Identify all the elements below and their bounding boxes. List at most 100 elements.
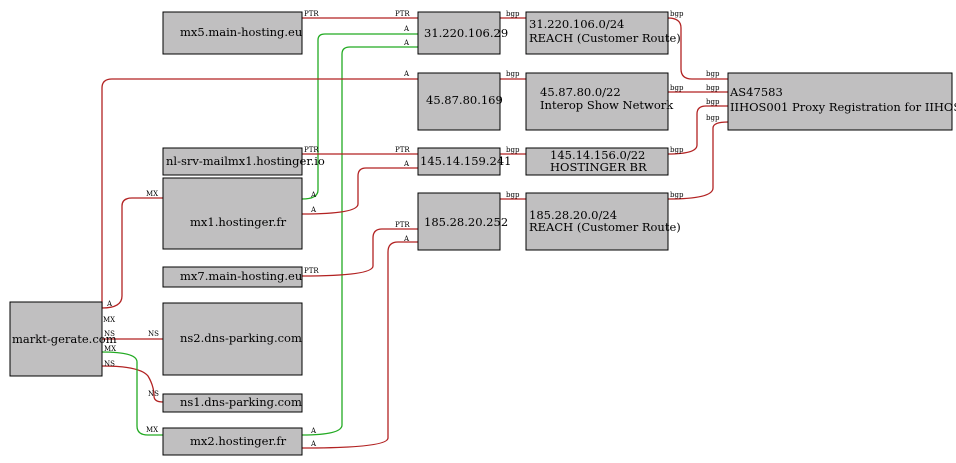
edge-label: PTR [395, 146, 410, 154]
edge-label: NS [148, 390, 159, 398]
edge-label: bgp [506, 146, 520, 154]
node-box [525, 192, 669, 251]
node-label: mx1.hostinger.fr [190, 215, 287, 229]
edge-line [301, 241, 418, 449]
node-markt[interactable]: markt-gerate.com [9, 301, 117, 377]
node-label: AS47583 [729, 85, 783, 99]
edge-line [101, 365, 164, 403]
node-ns1[interactable]: ns1.dns-parking.com [162, 393, 303, 413]
node-label: 31.220.106.29 [424, 26, 508, 40]
node-ip3[interactable]: 145.14.159.241 [417, 147, 511, 176]
node-box [417, 72, 501, 131]
node-mx1[interactable]: mx1.hostinger.fr [162, 177, 303, 250]
edge-label: A [310, 206, 317, 214]
edge-a-mx2-ip1: AA [301, 39, 418, 436]
nodes-layer: markt-gerate.com mx5.main-hosting.eu nl-sr… [9, 11, 956, 456]
node-ip1[interactable]: 31.220.106.29 [417, 11, 508, 55]
edge-label: MX [146, 426, 158, 434]
node-ip2[interactable]: 45.87.80.169 [417, 72, 503, 131]
edge-label: bgp [706, 114, 720, 122]
edge-label: bgp [670, 191, 684, 199]
edge-label: bgp [506, 191, 520, 199]
node-label: mx5.main-hosting.eu [180, 25, 302, 39]
node-box [162, 266, 303, 288]
node-box [162, 393, 303, 413]
edge-label: PTR [395, 10, 410, 18]
node-label: 185.28.20.252 [424, 215, 508, 229]
node-mx2[interactable]: mx2.hostinger.fr [162, 427, 303, 456]
node-label: nl-srv-mailmx1.hostinger.io [166, 154, 325, 168]
edge-label: A [310, 440, 317, 448]
node-label: 185.28.20.0/24 [529, 208, 617, 222]
node-box [727, 72, 953, 131]
edge-label: A [403, 160, 410, 168]
node-label: REACH (Customer Route) [529, 31, 681, 45]
edge-a-mx1-ip1: AA [301, 25, 418, 200]
node-mx5[interactable]: mx5.main-hosting.eu [162, 11, 303, 55]
node-box [162, 147, 303, 176]
edge-label: bgp [506, 10, 520, 18]
node-ip4[interactable]: 185.28.20.252 [417, 192, 508, 251]
edge-label: MX [104, 345, 116, 353]
node-box [417, 147, 501, 176]
edge-label: A [403, 39, 410, 47]
node-label: ns2.dns-parking.com [180, 331, 302, 345]
node-label: markt-gerate.com [12, 332, 117, 346]
node-label: 145.14.159.241 [420, 154, 511, 168]
node-box [525, 72, 669, 131]
edge-mx-markt-mx1: MX MX [101, 190, 163, 324]
edge-line [101, 197, 163, 309]
edge-a-markt-ip2: AA [101, 70, 418, 308]
edge-label: bgp [506, 70, 520, 78]
edge-label: bgp [670, 146, 684, 154]
edge-label: bgp [670, 84, 684, 92]
node-box [162, 302, 303, 376]
edge-line [101, 351, 163, 436]
edge-label: PTR [304, 267, 319, 275]
edge-mx-markt-mx2: MX MX [101, 345, 163, 436]
edge-line [101, 78, 418, 308]
node-box [162, 177, 303, 250]
node-label: ns1.dns-parking.com [180, 395, 302, 409]
node-ns2[interactable]: ns2.dns-parking.com [162, 302, 303, 376]
edge-line [301, 33, 418, 200]
node-box [525, 11, 669, 55]
node-label: 45.87.80.169 [426, 93, 503, 107]
edge-line [667, 105, 728, 155]
edge-label: NS [148, 330, 159, 338]
edge-bgp-ip4: bgp [500, 191, 526, 200]
node-mx7[interactable]: mx7.main-hosting.eu [162, 266, 303, 288]
edge-bgp-ip2: bgp [500, 70, 526, 80]
node-box [9, 301, 103, 377]
edge-label: bgp [706, 98, 720, 106]
edge-label: A [403, 70, 410, 78]
node-label: mx2.hostinger.fr [190, 434, 287, 448]
edge-label: bgp [706, 70, 720, 78]
edge-label: MX [103, 316, 115, 324]
edge-label: PTR [395, 221, 410, 229]
node-box [417, 11, 501, 55]
edge-line [301, 46, 418, 436]
edge-bgp-net3: bgp bgp [667, 98, 728, 155]
node-label: IIHOS001 Proxy Registration for IIHOS001 [730, 100, 956, 114]
edge-label: A [403, 235, 410, 243]
edge-label: MX [146, 190, 158, 198]
edge-line [301, 228, 418, 277]
node-box [162, 11, 303, 55]
edge-label: A [403, 25, 410, 33]
node-nlsrv[interactable]: nl-srv-mailmx1.hostinger.io [162, 147, 325, 176]
edge-line [667, 17, 728, 80]
edge-line [301, 167, 418, 215]
edge-label: A [310, 427, 317, 435]
edge-line [667, 121, 729, 200]
